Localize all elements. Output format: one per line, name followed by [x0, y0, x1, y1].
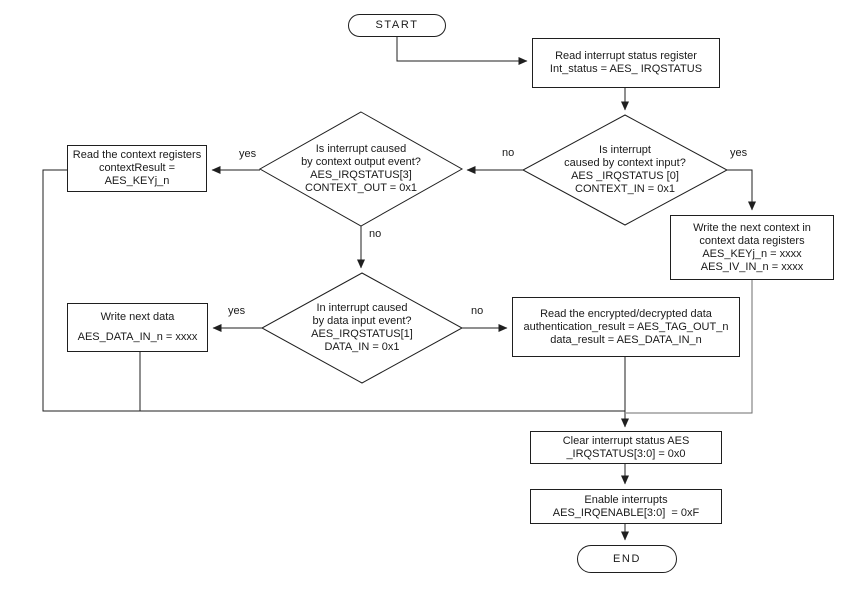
node-clear-irq: Clear interrupt status AES _IRQSTATUS[3:… — [530, 431, 722, 464]
data-in-line: In interrupt caused — [316, 302, 408, 314]
clear-irq-line: Clear interrupt status AES — [562, 434, 690, 447]
node-read-status: Read interrupt status register Int_statu… — [532, 38, 720, 88]
edge-start-readstatus — [396, 37, 528, 65]
edge-writecontext-merge — [626, 280, 753, 414]
edge-label-context-out-no: no — [368, 228, 383, 240]
node-enable-irq: Enable interrupts AES_IRQENABLE[3:0] = 0… — [530, 489, 722, 524]
read-context-line: contextResult = — [98, 162, 176, 174]
decision-data-in-shape — [260, 272, 464, 384]
context-out-line: Is interrupt caused — [315, 143, 407, 155]
data-in-line: by data input event? — [312, 315, 412, 327]
clear-irq-line: _IRQSTATUS[3:0] = 0x0 — [566, 447, 686, 460]
node-write-data: Write next data AES_DATA_IN_n = xxxx — [67, 303, 208, 352]
end-label: END — [612, 552, 642, 565]
context-in-line: AES _IRQSTATUS [0] — [571, 170, 679, 182]
node-write-context: Write the next context in context data r… — [670, 215, 834, 280]
decision-data-in-text: In interrupt caused by data input event?… — [272, 301, 452, 355]
write-context-line: AES_IV_IN_n = xxxx — [700, 260, 804, 273]
context-in-line: CONTEXT_IN = 0x1 — [575, 183, 675, 195]
edge-label-context-out-yes: yes — [238, 148, 258, 160]
write-context-line: context data registers — [699, 234, 805, 247]
context-out-line: CONTEXT_OUT = 0x1 — [305, 182, 417, 194]
read-status-line: Read interrupt status register — [555, 50, 697, 62]
write-context-line: Write the next context in — [693, 221, 811, 234]
edge-contextin-yes — [727, 169, 756, 211]
enable-irq-line: Enable interrupts — [584, 493, 668, 506]
read-data-line: authentication_result = AES_TAG_OUT_n — [523, 320, 729, 333]
edge-label-context-in-no: no — [501, 147, 516, 159]
edge-label-context-in-yes: yes — [729, 147, 749, 159]
node-end: END — [577, 545, 677, 573]
write-data-line: AES_DATA_IN_n = xxxx — [77, 331, 198, 343]
decision-context-in-text: Is interrupt caused by context input? AE… — [535, 143, 715, 197]
context-in-line: caused by context input? — [564, 157, 686, 169]
read-context-line: AES_KEYj_n — [104, 175, 170, 187]
edge-label-data-in-no: no — [470, 305, 485, 317]
edge-readcontext-merge — [42, 169, 625, 412]
node-start: START — [348, 14, 446, 37]
read-data-line: Read the encrypted/decrypted data — [540, 307, 712, 320]
start-label: START — [375, 19, 419, 31]
read-data-line: data_result = AES_DATA_IN_n — [550, 333, 702, 346]
decision-context-out-text: Is interrupt caused by context output ev… — [271, 142, 451, 196]
read-status-line: Int_status = AES_ IRQSTATUS — [549, 63, 703, 75]
data-in-line: AES_IRQSTATUS[1] — [311, 328, 413, 340]
read-context-line: Read the context registers — [72, 149, 202, 161]
decision-context-in-shape — [521, 114, 729, 226]
edge-label-data-in-yes: yes — [227, 305, 247, 317]
decision-context-out-shape — [258, 111, 464, 227]
data-in-line: DATA_IN = 0x1 — [324, 341, 400, 353]
context-out-line: by context output event? — [301, 156, 421, 168]
node-read-context: Read the context registers contextResult… — [67, 145, 207, 192]
context-out-line: AES_IRQSTATUS[3] — [310, 169, 412, 181]
enable-irq-line: AES_IRQENABLE[3:0] = 0xF — [552, 506, 700, 519]
context-in-line: Is interrupt — [599, 144, 651, 156]
node-read-data: Read the encrypted/decrypted data authen… — [512, 297, 740, 357]
write-context-line: AES_KEYj_n = xxxx — [702, 247, 802, 260]
write-data-line: Write next data — [100, 311, 175, 323]
